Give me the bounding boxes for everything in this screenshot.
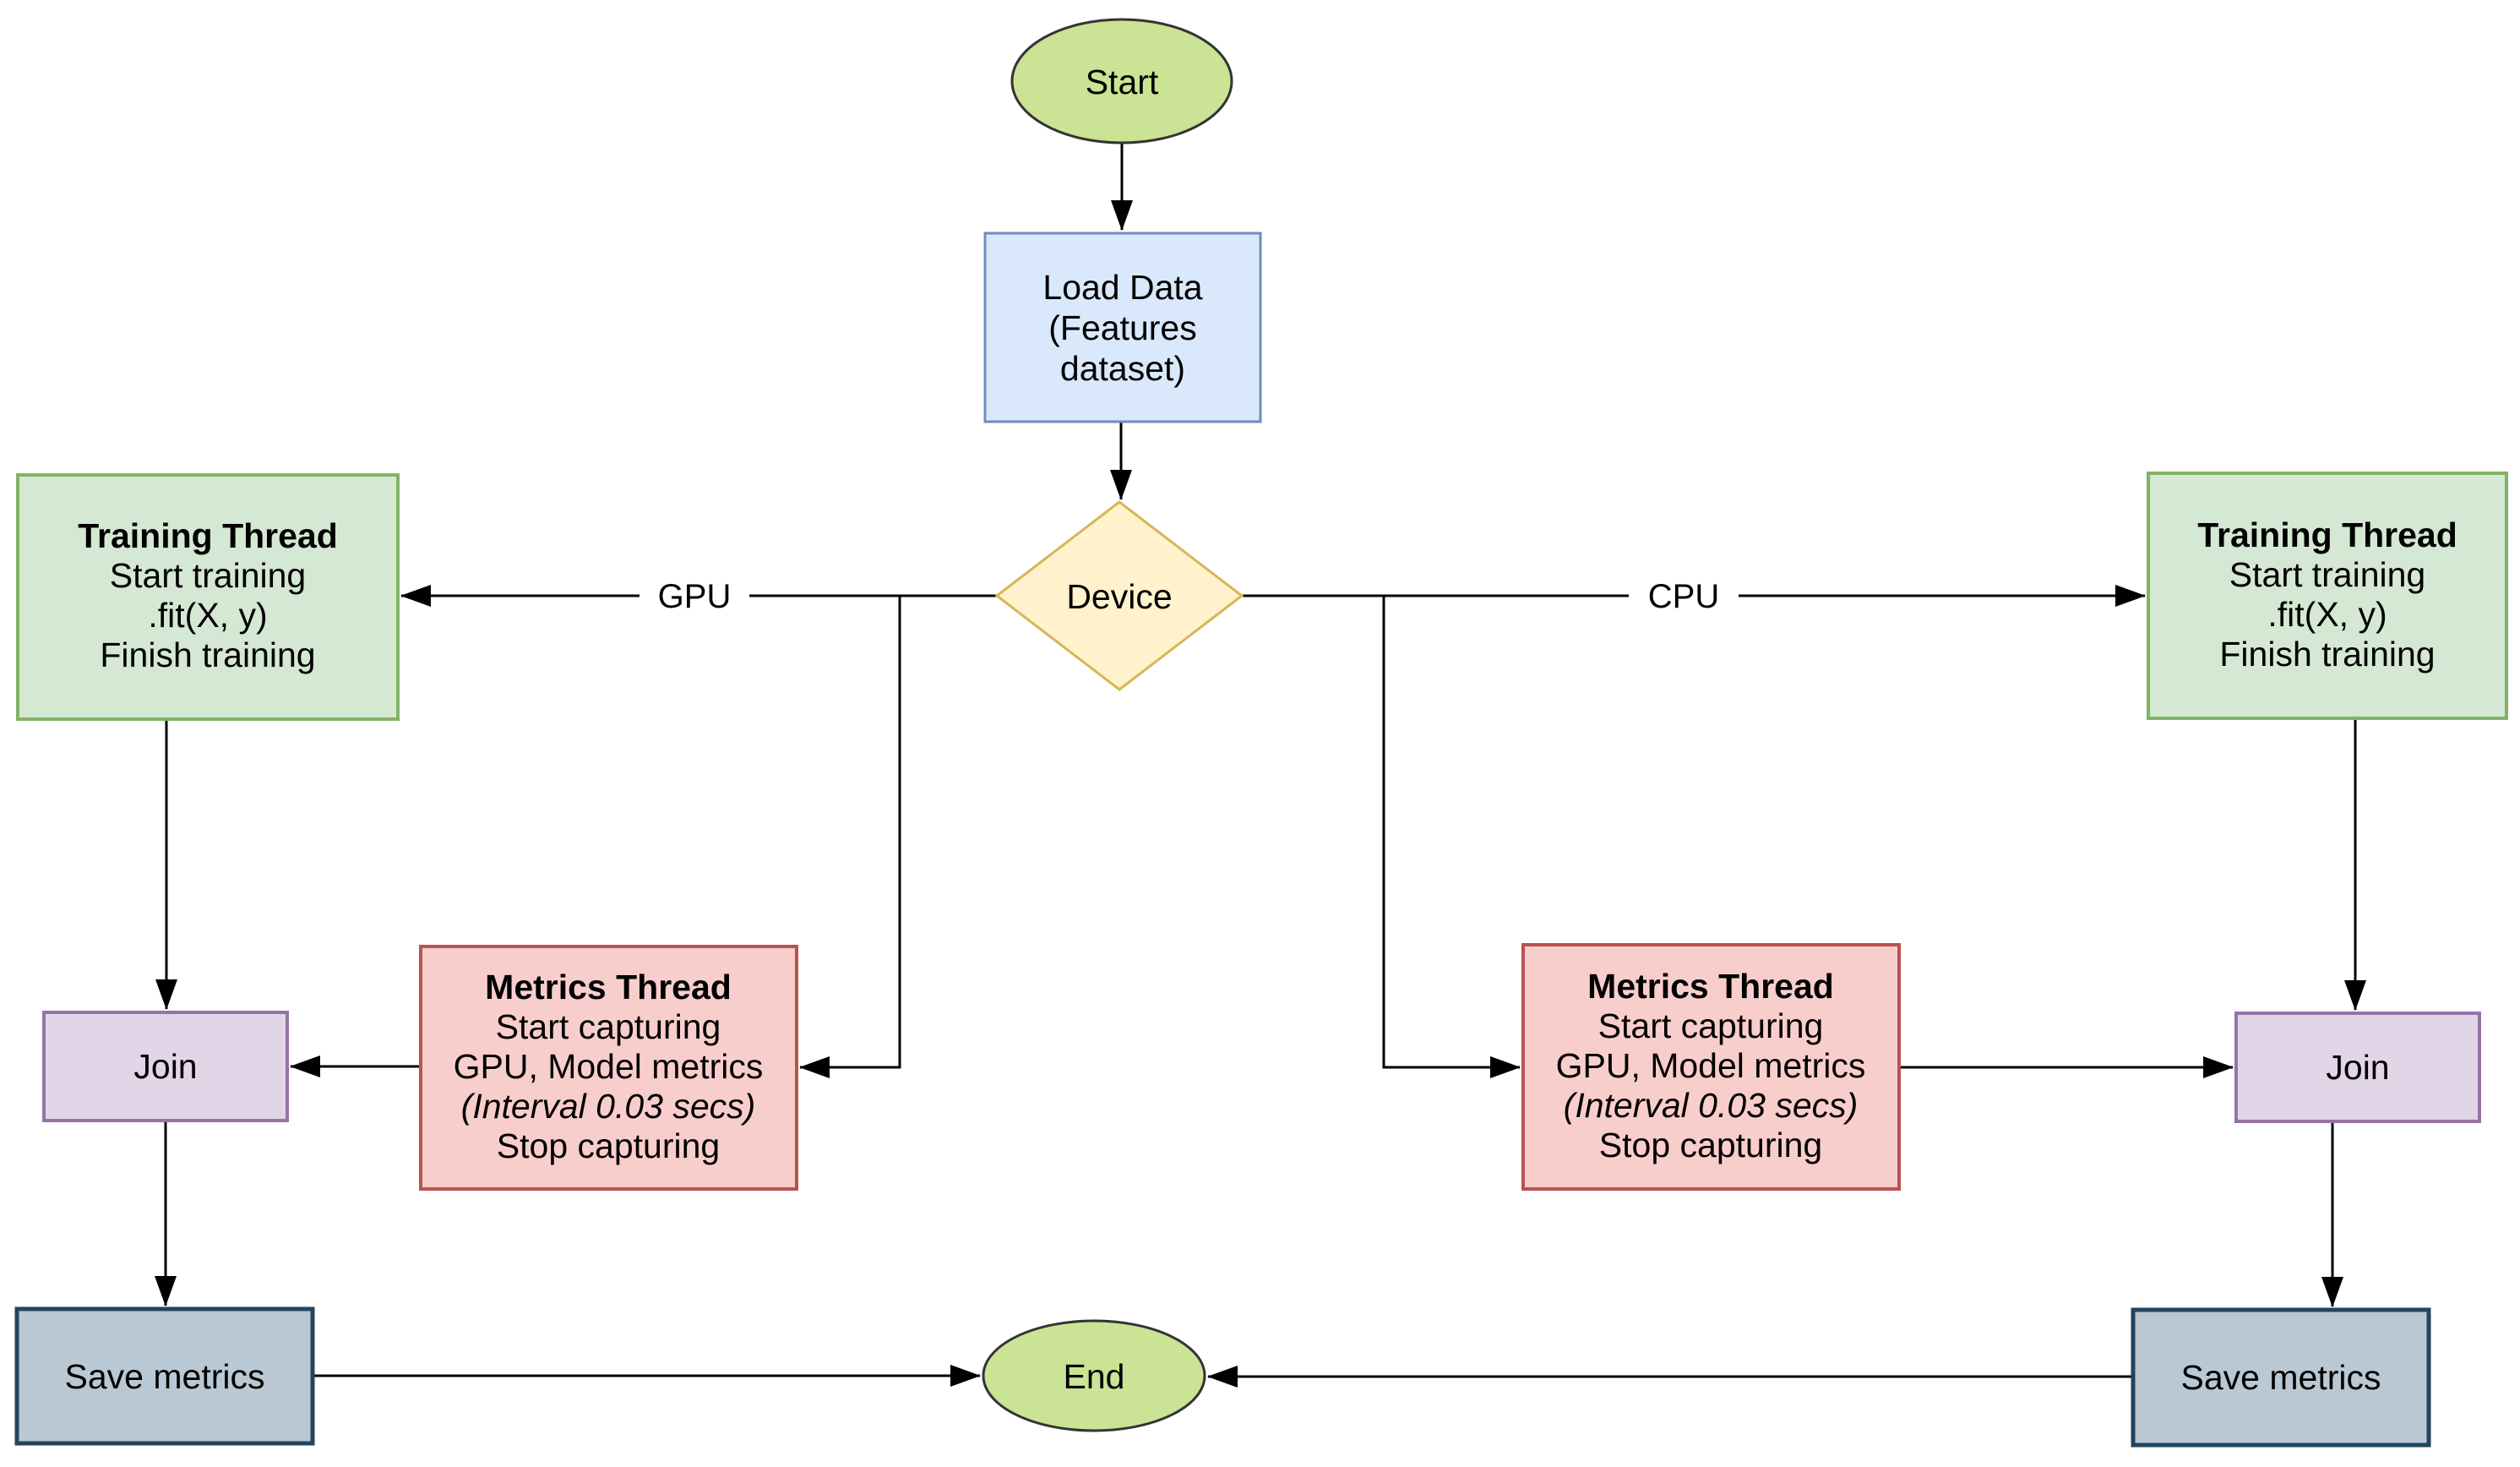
metrics-left-line-2: Start capturing — [496, 1007, 721, 1046]
metrics-right-line-1: Metrics Thread — [1587, 967, 1834, 1006]
metrics-thread-right-node — [1521, 943, 1901, 1191]
metrics-right-line-5: Stop capturing — [1599, 1126, 1822, 1164]
edge-label-gpu: GPU — [658, 578, 732, 615]
metrics-left-line-5: Stop capturing — [497, 1126, 720, 1165]
start-label: Start — [1086, 63, 1159, 101]
join-right-node — [2234, 1012, 2481, 1123]
start-node — [1010, 18, 1233, 145]
metrics-right-line-4: (Interval 0.03 secs) — [1564, 1086, 1859, 1125]
device-label: Device — [1066, 577, 1172, 616]
training-thread-right-node — [2147, 472, 2508, 720]
training-left-line-1: Training Thread — [78, 516, 338, 555]
training-right-line-3: .fit(X, y) — [2267, 595, 2387, 634]
training-right-line-1: Training Thread — [2197, 515, 2457, 554]
join-left-label: Join — [133, 1047, 197, 1086]
edge-label-cpu-bg — [1629, 575, 1739, 617]
end-node — [982, 1319, 1206, 1432]
metrics-right-line-2: Start capturing — [1598, 1006, 1824, 1045]
edge-label-gpu-bg — [640, 575, 749, 617]
join-right-label: Join — [2326, 1048, 2389, 1087]
metrics-left-line-1: Metrics Thread — [485, 968, 732, 1006]
load-data-node — [983, 232, 1262, 423]
join-left-node — [42, 1011, 289, 1122]
save-metrics-left-node — [14, 1306, 315, 1446]
metrics-thread-left-node — [419, 945, 798, 1191]
load-data-line-1: Load Data — [1042, 268, 1202, 307]
save-metrics-left-label: Save metrics — [65, 1357, 265, 1396]
training-thread-left-node — [16, 473, 400, 721]
training-left-line-3: .fit(X, y) — [148, 596, 267, 635]
edge-device-to-metrics-right — [1382, 596, 1521, 1078]
save-metrics-right-label: Save metrics — [2181, 1358, 2381, 1397]
metrics-left-line-4: (Interval 0.03 secs) — [461, 1087, 756, 1126]
edge-label-cpu: CPU — [1648, 578, 1719, 615]
save-metrics-right-node — [2131, 1307, 2431, 1448]
device-decision-node — [994, 500, 1244, 691]
training-left-line-2: Start training — [110, 556, 306, 595]
metrics-right-line-3: GPU, Model metrics — [1556, 1046, 1866, 1085]
load-data-line-2: (Features — [1048, 308, 1196, 347]
edge-device-to-metrics-left — [799, 596, 901, 1078]
training-right-line-2: Start training — [2229, 555, 2425, 594]
metrics-left-line-3: GPU, Model metrics — [454, 1047, 764, 1086]
load-data-line-3: dataset) — [1060, 349, 1185, 388]
training-left-line-4: Finish training — [100, 635, 315, 674]
training-right-line-4: Finish training — [2219, 635, 2435, 674]
end-label: End — [1064, 1357, 1125, 1396]
